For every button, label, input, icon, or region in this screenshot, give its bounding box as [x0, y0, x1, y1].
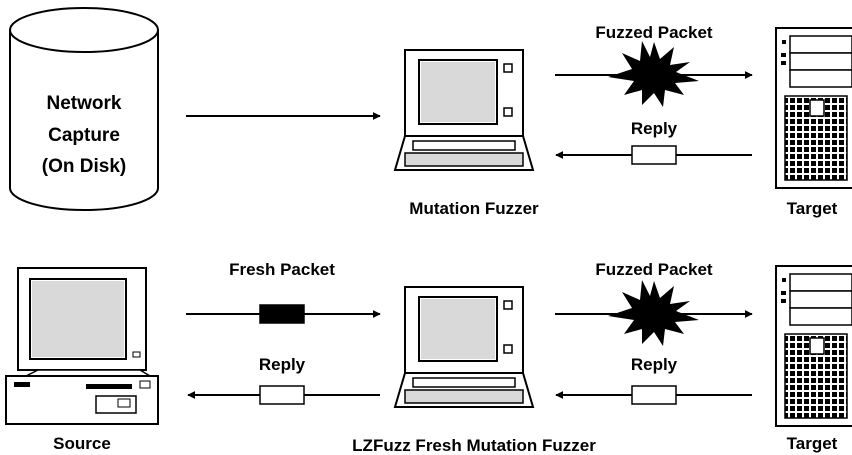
- top-reply-label: Reply: [631, 119, 678, 138]
- fresh-packet-icon: [259, 304, 305, 324]
- source-computer-icon: [5, 267, 159, 425]
- lzfuzz-label: LZFuzz Fresh Mutation Fuzzer: [352, 436, 596, 455]
- top-fuzzed-packet-label: Fuzzed Packet: [595, 23, 712, 42]
- disk-label-line1: Network: [47, 93, 122, 114]
- fresh-packet-label: Fresh Packet: [229, 260, 335, 279]
- bottom-left-reply-packet-icon: [259, 385, 305, 405]
- lzfuzz-laptop-icon: [394, 286, 534, 408]
- source-label: Source: [53, 434, 111, 453]
- mutation-fuzzer-label: Mutation Fuzzer: [409, 199, 539, 218]
- bottom-target-server-icon: [775, 265, 852, 427]
- top-target-label: Target: [787, 199, 838, 218]
- network-capture-disk-icon: [9, 7, 159, 211]
- bottom-right-reply-packet-icon: [631, 385, 677, 405]
- disk-label-line3: (On Disk): [42, 156, 126, 177]
- disk-label-line2: Capture: [48, 125, 120, 146]
- top-target-server-icon: [775, 27, 852, 189]
- mutation-fuzzer-laptop-icon: [394, 49, 534, 171]
- bottom-right-reply-label: Reply: [631, 355, 678, 374]
- bottom-left-reply-label: Reply: [259, 355, 306, 374]
- top-reply-packet-icon: [631, 145, 677, 165]
- bottom-fuzzed-packet-label: Fuzzed Packet: [595, 260, 712, 279]
- bottom-target-label: Target: [787, 434, 838, 453]
